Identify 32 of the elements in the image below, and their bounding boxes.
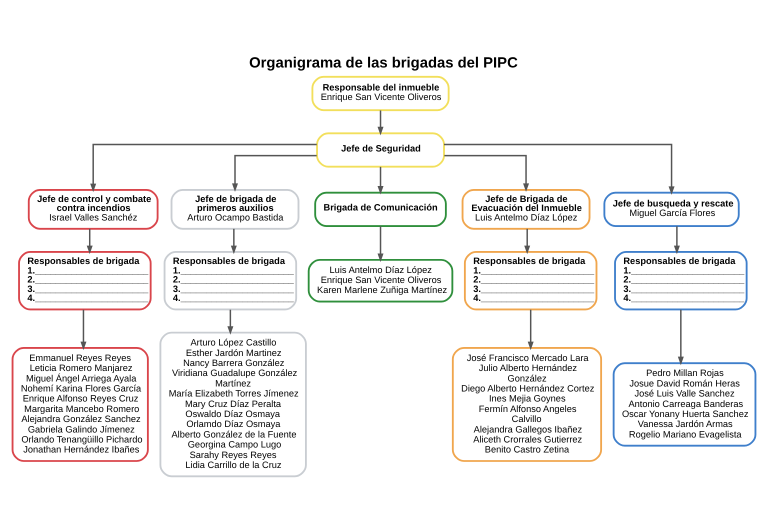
arrow bbox=[232, 154, 317, 192]
node-box: Pedro Millan Rojas Josue David Román Heras José Luis Valle Sanchez Antonio Carreaga Banderas Oscar Yonany Huerta Sanchez Vanessa Jardón Armas Rogelio Mariano Evagelista bbox=[612, 362, 756, 447]
arrow bbox=[674, 226, 680, 254]
node-box: Luis Antelmo Díaz López Enrique San Vicente Oliveros Karen Marlene Zuñiga Martínez bbox=[308, 258, 454, 302]
node-box: Brigada de Comunicación bbox=[314, 192, 447, 227]
node-box: Jefe de Seguridad bbox=[316, 132, 445, 168]
arrow bbox=[528, 310, 534, 350]
arrow bbox=[230, 228, 237, 254]
arrow bbox=[678, 310, 684, 366]
arrow bbox=[444, 144, 675, 195]
arrow bbox=[378, 226, 384, 262]
arrow bbox=[80, 310, 86, 350]
node-box: Responsables de brigada 1.______________________ 2.______________________ 3.______________________ 4.______________________ bbox=[614, 251, 748, 310]
node-box: Responsables de brigada 1.______________________ 2.______________________ 3.______________________ 4.______________________ bbox=[18, 251, 152, 310]
node-box: Jefe de busqueda y rescate Miguel García Flores bbox=[603, 192, 740, 227]
node-box: Responsable del inmueble Enrique San Vicente Oliveros bbox=[311, 76, 450, 112]
arrow bbox=[524, 228, 530, 254]
arrow bbox=[378, 166, 384, 194]
arrow bbox=[86, 228, 93, 254]
node-box: Responsables de brigada 1.______________________ 2.______________________ 3.______________________ 4.______________________ bbox=[164, 251, 298, 310]
arrow bbox=[90, 144, 317, 192]
node-box: Jefe de Brigada de Evacuación del Inmueble Luis Antelmo Díaz López bbox=[462, 188, 590, 230]
node-box: Jefe de brigada de primeros auxilios Arturo Ocampo Bastida bbox=[170, 188, 300, 230]
arrow bbox=[227, 310, 234, 335]
diagram-title: Organigrama de las brigadas del PIPC bbox=[249, 55, 518, 72]
node-box: Arturo López Castillo Esther Jardón Martinez Nancy Barrera González Viridiana Guadalupe González Martínez María Elizabeth Torres Jímenez Mary Cruz Díaz Peralta Oswaldo Díaz Osmaya Orlamdo Díaz Osmaya Alberto González de la Fuente Georgina Campo Lugo Sarahy Reyes Reyes Lidia Carrillo de la Cruz bbox=[159, 332, 307, 478]
node-box: Emmanuel Reyes Reyes Leticia Romero Manjarez Miguel Ángel Arriega Ayala Nohemí Karina Flores García Enrique Alfonso Reyes Cruz Margarita Mancebo Romero Alejandra González Sanchez Gabriela Galindo Jímenez Orlando Tenangüillo Pichardo Jonathan Hernández Ibañes bbox=[12, 347, 149, 462]
arrow bbox=[378, 110, 384, 136]
node-box: José Francisco Mercado Lara Julio Alberto Hernández González Diego Alberto Hernández Cortez Ines Mejia Goynes Fermín Alfonso Angeles Calvillo Alejandra Gallegos Ibañez Aliceth Crorrales Gutierrez Benito Castro Zetina bbox=[452, 347, 602, 462]
node-box: Responsables de brigada 1.______________________ 2.______________________ 3.______________________ 4.______________________ bbox=[464, 251, 598, 310]
node-box: Jefe de control y combate contra incendios Israel Valles Sanchéz bbox=[28, 188, 159, 230]
arrow bbox=[444, 154, 530, 192]
